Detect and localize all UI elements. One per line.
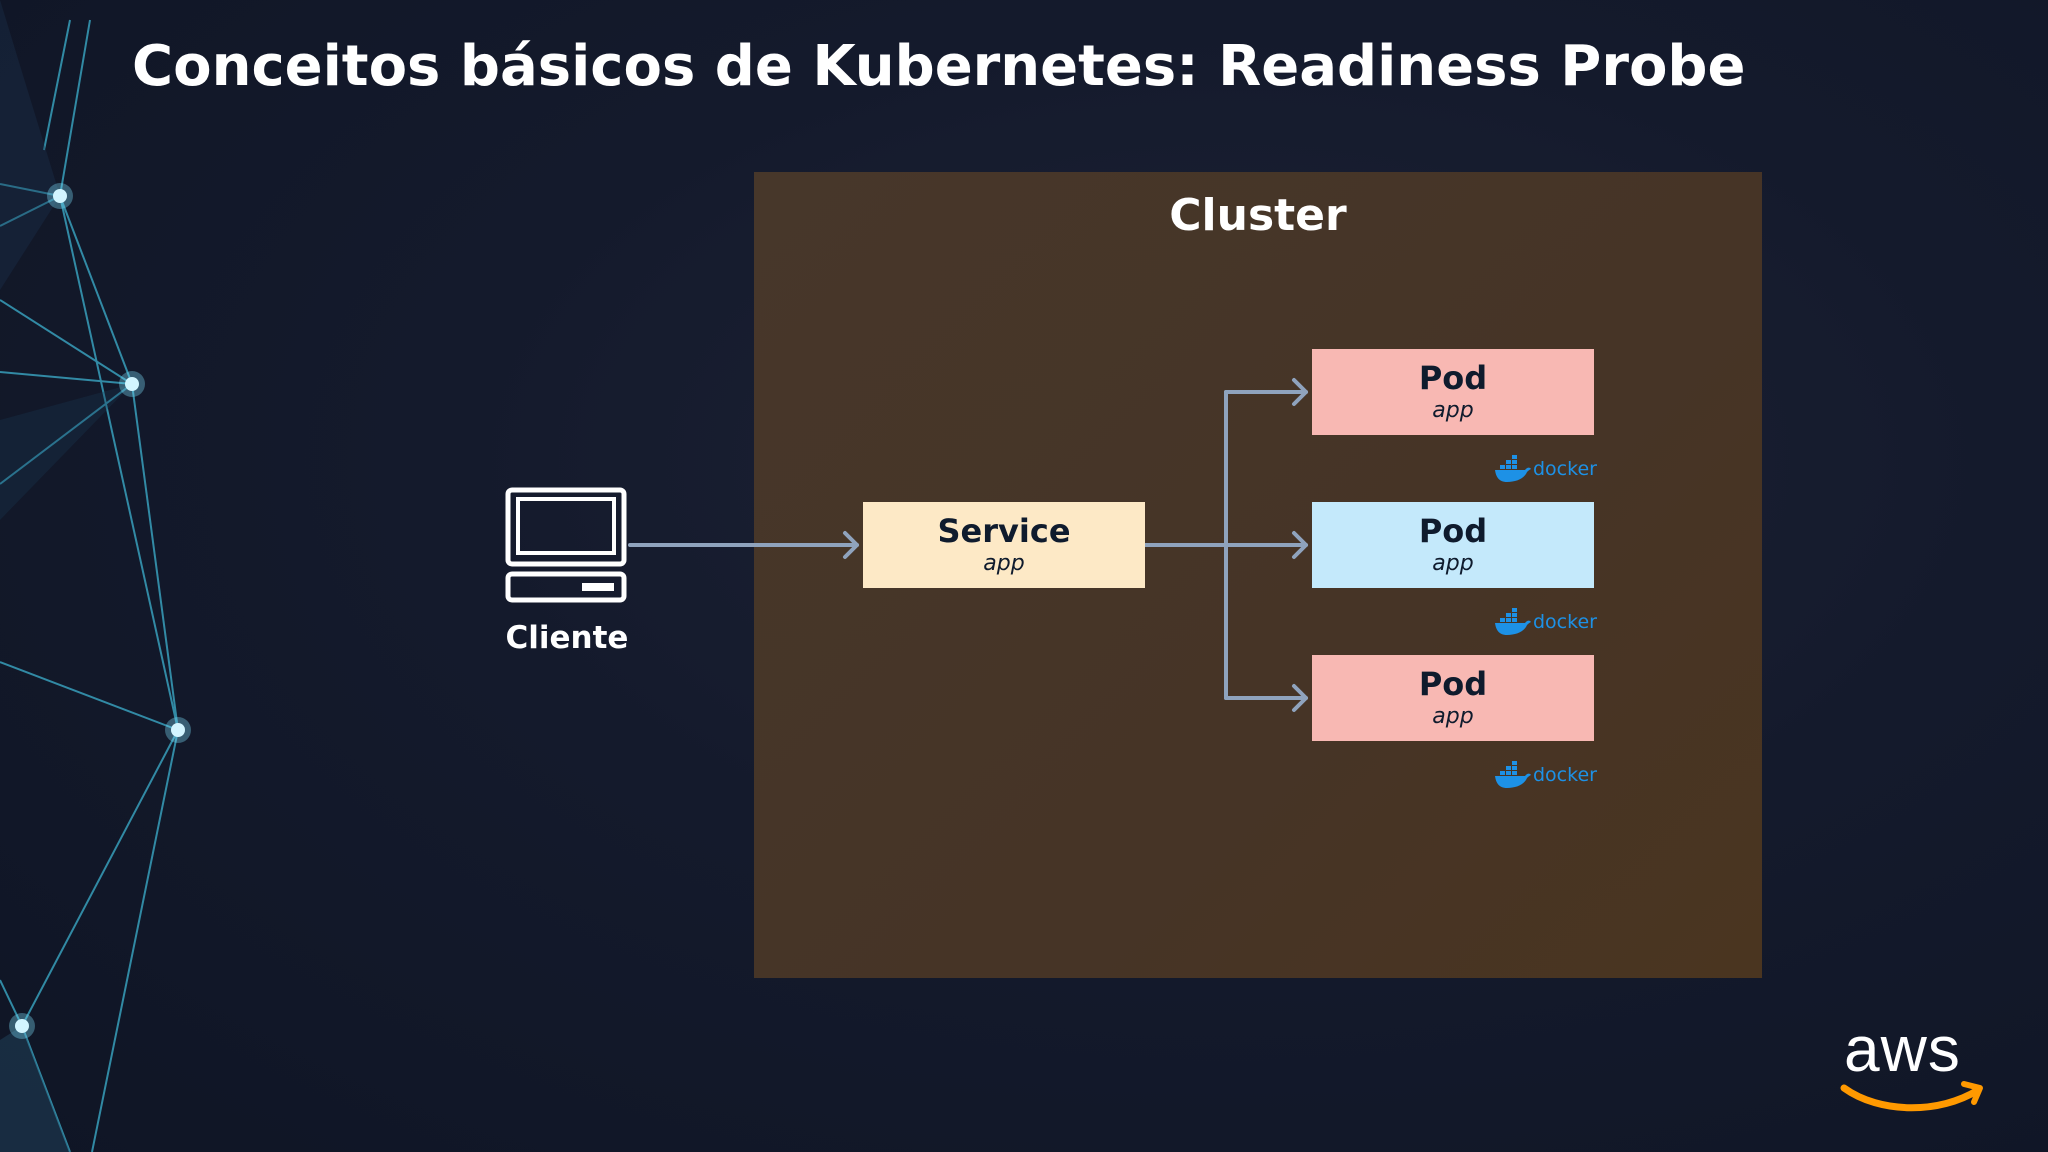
slide-title: Conceitos básicos de Kubernetes: Readine…: [132, 34, 1746, 99]
service-box: Service app: [863, 502, 1145, 588]
aws-smile-icon: [1840, 1081, 1983, 1112]
pod-box: Pod app: [1312, 502, 1594, 588]
pod-app-label: app: [1432, 704, 1474, 729]
cluster-container: Cluster: [754, 172, 1762, 978]
service-name: Service: [937, 512, 1071, 550]
docker-label: docker: [1533, 458, 1597, 480]
pod-box: Pod app: [1312, 655, 1594, 741]
pod-box: Pod app: [1312, 349, 1594, 435]
docker-logo: docker: [1494, 454, 1597, 484]
pod-name: Pod: [1418, 359, 1488, 397]
docker-whale-icon: [1495, 455, 1531, 482]
network-background-decoration: [0, 0, 191, 1152]
aws-logo-text: aws: [1844, 1013, 1961, 1085]
pod-app-label: app: [1432, 551, 1474, 576]
docker-logo: docker: [1494, 760, 1597, 790]
docker-whale-icon: [1495, 761, 1531, 788]
docker-label: docker: [1533, 764, 1597, 786]
laptop-icon: [505, 487, 627, 603]
docker-logo: docker: [1494, 607, 1597, 637]
cluster-label: Cluster: [1169, 190, 1347, 241]
client-label: Cliente: [505, 620, 629, 656]
pod-app-label: app: [1432, 398, 1474, 423]
service-app-label: app: [983, 551, 1025, 576]
pod-name: Pod: [1418, 512, 1488, 550]
docker-whale-icon: [1495, 608, 1531, 635]
docker-label: docker: [1533, 611, 1597, 633]
pod-name: Pod: [1418, 665, 1488, 703]
